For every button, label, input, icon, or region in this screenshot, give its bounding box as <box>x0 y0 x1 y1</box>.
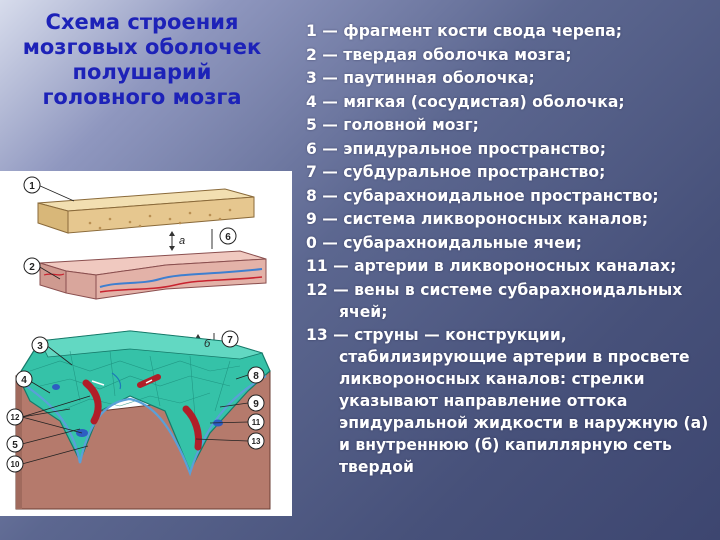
meninges-illustration: 1 2 3 4 12 5 10 6 <box>6 176 271 510</box>
svg-text:7: 7 <box>227 335 233 346</box>
svg-text:11: 11 <box>252 418 261 427</box>
svg-text:2: 2 <box>29 262 35 273</box>
callout-9: 9 <box>247 394 265 412</box>
legend-item: 2 — твердая оболочка мозга; <box>306 45 572 64</box>
callout-1: 1 <box>23 176 41 194</box>
svg-text:12: 12 <box>11 413 20 422</box>
legend-item: 12 — вены в системе субарахноидальных яч… <box>306 280 683 321</box>
svg-text:8: 8 <box>253 371 259 382</box>
meninges-diagram: 1 2 3 4 12 5 10 6 <box>0 171 292 516</box>
legend-list: 1 — фрагмент кости свода черепа; 2 — тве… <box>306 20 712 480</box>
legend-item: 9 — система ликвороносных каналов; <box>306 210 649 228</box>
svg-text:13: 13 <box>252 437 261 446</box>
legend-item: 0 — субарахноидальные ячеи; <box>306 233 583 252</box>
legend-item: 5 — головной мозг; <box>306 116 479 134</box>
callout-6: 6 <box>219 227 237 245</box>
svg-text:6: 6 <box>225 232 231 243</box>
svg-text:10: 10 <box>11 460 20 469</box>
svg-text:3: 3 <box>37 341 43 352</box>
svg-text:5: 5 <box>12 440 18 451</box>
legend-item: 13 — струны — конструкции, стабилизирующ… <box>306 326 709 476</box>
legend-item: 1 — фрагмент кости свода черепа; <box>306 22 623 40</box>
arrow-label-a: а <box>179 235 185 247</box>
callout-3: 3 <box>31 336 49 354</box>
legend-item: 4 — мягкая (сосудистая) оболочка; <box>306 92 625 111</box>
legend-item: 11 — артерии в ликвороносных каналах; <box>306 257 677 275</box>
arrow-label-b: б <box>204 338 211 350</box>
callout-13: 13 <box>247 432 265 450</box>
svg-text:1: 1 <box>29 181 35 192</box>
callout-12: 12 <box>6 408 24 426</box>
callout-10: 10 <box>6 455 24 473</box>
legend-item: 8 — субарахноидальное пространство; <box>306 186 659 205</box>
callout-5: 5 <box>6 435 24 453</box>
legend-item: 7 — субдуральное пространство; <box>306 163 606 181</box>
callout-2: 2 <box>23 257 41 275</box>
callout-4: 4 <box>15 370 33 388</box>
svg-text:4: 4 <box>21 375 27 386</box>
callout-11: 11 <box>247 413 265 431</box>
legend-item: 6 — эпидуральное пространство; <box>306 139 606 158</box>
legend-item: 3 — паутинная оболочка; <box>306 69 535 87</box>
svg-text:9: 9 <box>253 399 259 410</box>
slide-title: Схема строения мозговых оболочек полушар… <box>22 10 262 109</box>
callout-8: 8 <box>247 366 265 384</box>
callout-7: 7 <box>221 330 239 348</box>
